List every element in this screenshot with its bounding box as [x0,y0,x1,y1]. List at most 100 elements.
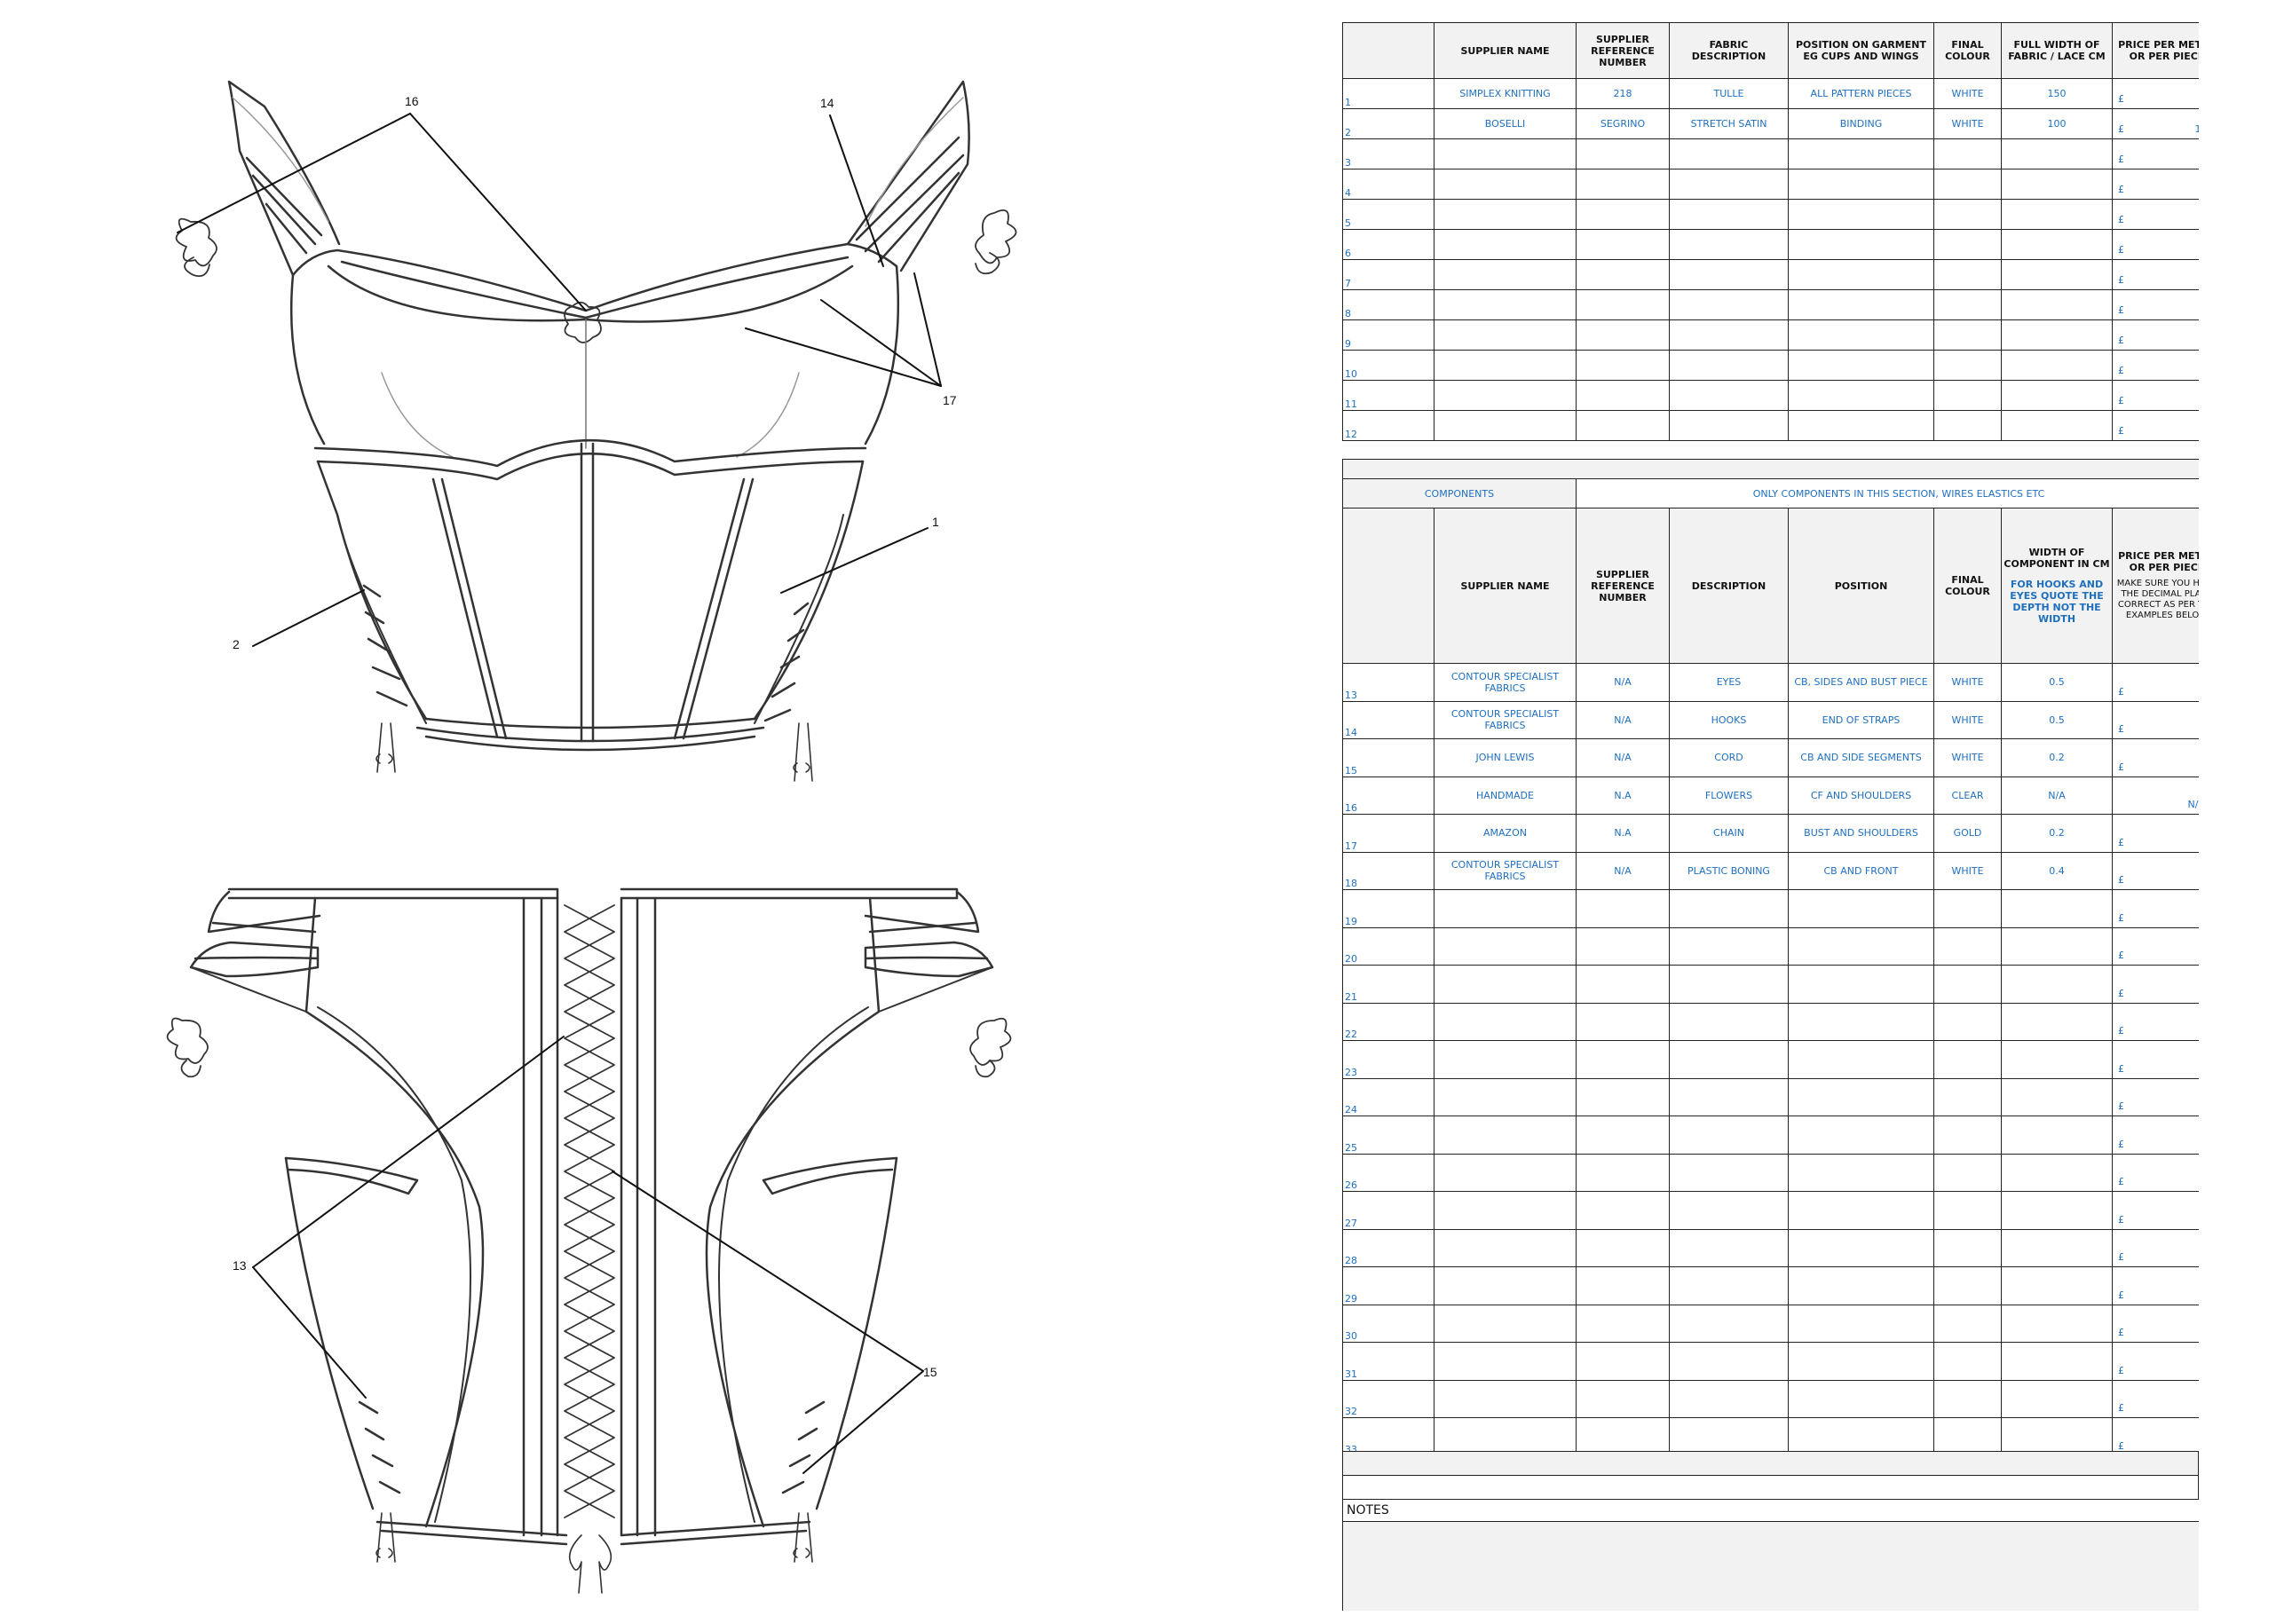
supplier-cell[interactable]: JOHN LEWIS [1434,738,1577,777]
width-cell[interactable] [2001,1266,2113,1305]
row-number[interactable]: 29 [1342,1266,1434,1305]
price-cell[interactable]: £- [2112,1040,2199,1079]
width-cell[interactable] [2001,380,2113,411]
row-number[interactable]: 28 [1342,1228,1434,1267]
ref-cell[interactable] [1576,259,1670,290]
desc-cell[interactable] [1669,319,1789,351]
price-cell[interactable]: £- [2112,1116,2199,1155]
price-cell[interactable]: £- [2112,1077,2199,1116]
ref-cell[interactable] [1576,1266,1670,1305]
width-cell[interactable] [2001,199,2113,230]
ref-cell[interactable] [1576,1342,1670,1381]
desc-cell[interactable]: TULLE [1669,78,1789,109]
position-cell[interactable] [1788,289,1934,320]
price-cell[interactable]: £- [2112,229,2199,260]
row-number[interactable]: 18 [1342,851,1434,890]
colour-cell[interactable] [1933,1191,2002,1230]
price-cell[interactable]: £1.00 [2112,814,2199,853]
width-cell[interactable]: 0.5 [2001,700,2113,739]
width-cell[interactable]: 0.5 [2001,663,2113,702]
colour-cell[interactable] [1933,1040,2002,1079]
colour-cell[interactable] [1933,289,2002,320]
price-cell[interactable]: £11.00 [2112,108,2199,139]
colour-cell[interactable] [1933,1153,2002,1192]
position-cell[interactable] [1788,410,1934,441]
supplier-cell[interactable] [1434,1040,1577,1079]
width-cell[interactable] [2001,1304,2113,1343]
row-number[interactable]: 23 [1342,1040,1434,1079]
supplier-cell[interactable] [1434,1228,1577,1267]
desc-cell[interactable] [1669,169,1789,200]
colour-cell[interactable]: WHITE [1933,108,2002,139]
ref-cell[interactable] [1576,199,1670,230]
desc-cell[interactable] [1669,410,1789,441]
supplier-cell[interactable]: AMAZON [1434,814,1577,853]
row-number[interactable]: 17 [1342,814,1434,853]
ref-cell[interactable] [1576,1153,1670,1192]
supplier-cell[interactable] [1434,380,1577,411]
position-cell[interactable] [1788,1153,1934,1192]
colour-cell[interactable]: WHITE [1933,78,2002,109]
width-cell[interactable] [2001,350,2113,381]
supplier-cell[interactable] [1434,289,1577,320]
position-cell[interactable] [1788,380,1934,411]
supplier-cell[interactable] [1434,965,1577,1004]
ref-cell[interactable]: N/A [1576,738,1670,777]
supplier-cell[interactable] [1434,1342,1577,1381]
width-cell[interactable]: 100 [2001,108,2113,139]
row-number[interactable]: 24 [1342,1077,1434,1116]
price-cell[interactable]: £- [2112,1342,2199,1381]
colour-cell[interactable]: WHITE [1933,851,2002,890]
desc-cell[interactable] [1669,1116,1789,1155]
colour-cell[interactable] [1933,229,2002,260]
supplier-cell[interactable] [1434,199,1577,230]
colour-cell[interactable] [1933,1228,2002,1267]
ref-cell[interactable] [1576,889,1670,928]
supplier-cell[interactable] [1434,1116,1577,1155]
supplier-cell[interactable] [1434,1379,1577,1418]
row-number[interactable]: 6 [1342,229,1434,260]
position-cell[interactable] [1788,1116,1934,1155]
supplier-cell[interactable] [1434,926,1577,966]
ref-cell[interactable] [1576,410,1670,441]
colour-cell[interactable] [1933,410,2002,441]
supplier-cell[interactable] [1434,350,1577,381]
desc-cell[interactable]: CHAIN [1669,814,1789,853]
row-number[interactable]: 5 [1342,199,1434,230]
price-cell[interactable]: £- [2112,1304,2199,1343]
price-cell[interactable]: £5.50 [2112,78,2199,109]
position-cell[interactable] [1788,319,1934,351]
ref-cell[interactable] [1576,319,1670,351]
ref-cell[interactable]: N/A [1576,851,1670,890]
width-cell[interactable] [2001,138,2113,169]
colour-cell[interactable]: WHITE [1933,700,2002,739]
ref-cell[interactable] [1576,926,1670,966]
width-cell[interactable]: N/A [2001,776,2113,815]
colour-cell[interactable] [1933,380,2002,411]
price-cell[interactable]: £- [2112,889,2199,928]
desc-cell[interactable]: CORD [1669,738,1789,777]
supplier-cell[interactable] [1434,138,1577,169]
price-cell[interactable]: £0.65 [2112,738,2199,777]
width-cell[interactable] [2001,889,2113,928]
width-cell[interactable] [2001,1342,2113,1381]
colour-cell[interactable] [1933,889,2002,928]
desc-cell[interactable] [1669,1228,1789,1267]
colour-cell[interactable] [1933,1379,2002,1418]
price-cell[interactable]: £- [2112,169,2199,200]
ref-cell[interactable]: N.A [1576,776,1670,815]
position-cell[interactable] [1788,1002,1934,1041]
ref-cell[interactable] [1576,169,1670,200]
row-number[interactable]: 8 [1342,289,1434,320]
width-cell[interactable]: 0.2 [2001,814,2113,853]
colour-cell[interactable] [1933,926,2002,966]
price-cell[interactable]: N/A [2112,776,2199,815]
row-number[interactable]: 22 [1342,1002,1434,1041]
position-cell[interactable] [1788,138,1934,169]
row-number[interactable]: 32 [1342,1379,1434,1418]
price-cell[interactable]: £- [2112,1228,2199,1267]
width-cell[interactable]: 0.2 [2001,738,2113,777]
ref-cell[interactable] [1576,1417,1670,1456]
colour-cell[interactable] [1933,1417,2002,1456]
ref-cell[interactable] [1576,1191,1670,1230]
